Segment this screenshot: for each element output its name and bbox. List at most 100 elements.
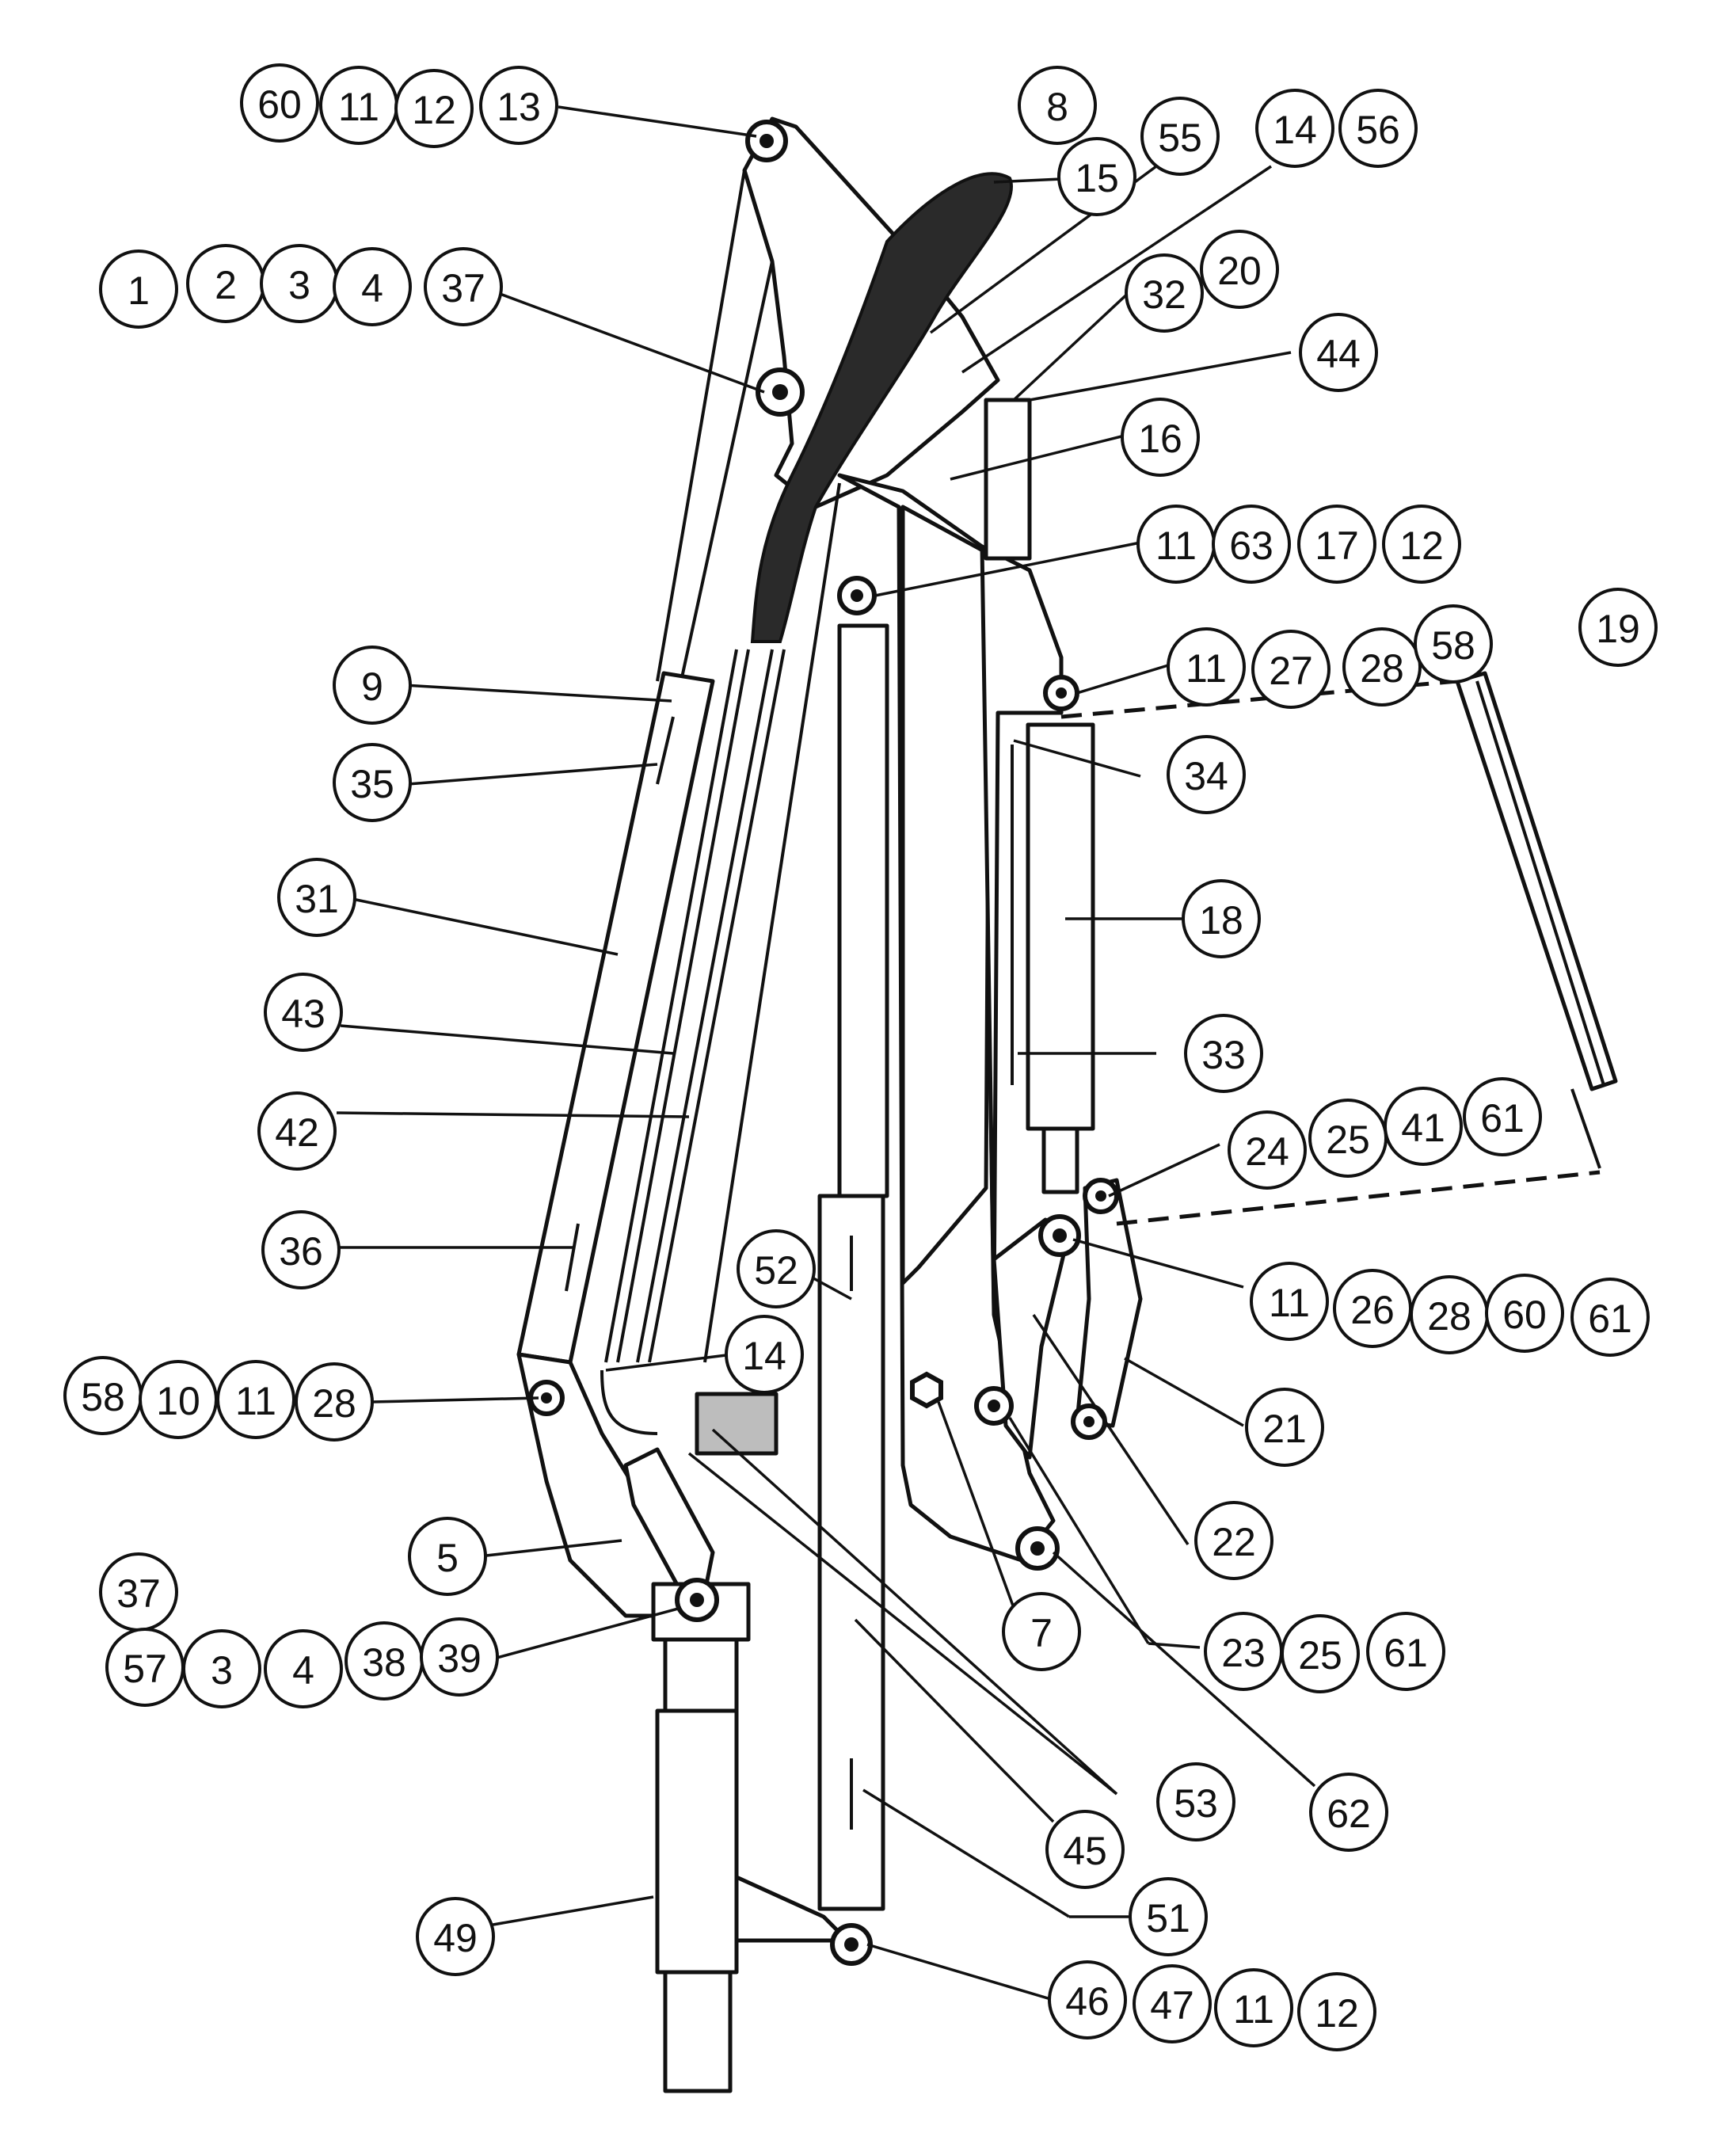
callout-number: 3 bbox=[288, 263, 310, 307]
callout-2: 2 bbox=[186, 244, 265, 323]
callout-number: 34 bbox=[1184, 754, 1228, 798]
callout-circle bbox=[1570, 1278, 1650, 1357]
callout-number: 43 bbox=[281, 992, 326, 1036]
callout-number: 26 bbox=[1350, 1288, 1395, 1332]
callout-circle bbox=[261, 1210, 341, 1289]
callout-circle bbox=[1299, 313, 1378, 392]
callout-38: 38 bbox=[345, 1621, 424, 1701]
callout-number: 41 bbox=[1401, 1106, 1445, 1150]
callout-51: 51 bbox=[1129, 1877, 1208, 1956]
callout-11: 11 bbox=[1136, 505, 1216, 584]
callout-62: 62 bbox=[1309, 1773, 1388, 1852]
callout-12: 12 bbox=[394, 69, 474, 148]
callout-number: 37 bbox=[116, 1571, 161, 1616]
callout-number: 20 bbox=[1217, 249, 1262, 293]
cylinder-18-rod bbox=[1041, 1126, 1079, 1194]
callout-circle bbox=[240, 63, 319, 143]
callout-circle bbox=[1342, 627, 1422, 706]
callout-33: 33 bbox=[1184, 1014, 1263, 1093]
callout-number: 28 bbox=[312, 1381, 356, 1426]
callout-number: 56 bbox=[1356, 108, 1400, 152]
hydraulic-hose bbox=[750, 172, 1013, 643]
callout-1: 1 bbox=[99, 249, 178, 329]
callout-57: 57 bbox=[105, 1628, 185, 1707]
callout-34: 34 bbox=[1167, 735, 1246, 814]
callout-circle bbox=[333, 646, 412, 725]
callout-number: 52 bbox=[754, 1248, 798, 1293]
callout-number: 11 bbox=[235, 1379, 276, 1423]
callout-16: 16 bbox=[1121, 398, 1200, 477]
callout-number: 35 bbox=[350, 762, 394, 806]
callout-circle bbox=[1297, 505, 1376, 584]
callout-circle bbox=[333, 247, 412, 326]
callout-circle bbox=[1228, 1110, 1307, 1190]
callout-circle bbox=[1578, 588, 1658, 667]
callout-circle bbox=[394, 69, 474, 148]
callout-number: 2 bbox=[215, 263, 237, 307]
callout-63: 63 bbox=[1212, 505, 1291, 584]
callout-number: 46 bbox=[1065, 1979, 1110, 2024]
callout-number: 24 bbox=[1245, 1129, 1289, 1174]
callout-42: 42 bbox=[257, 1091, 337, 1171]
upper-arm-edge bbox=[680, 261, 774, 682]
callout-circle bbox=[333, 743, 412, 822]
callout-8: 8 bbox=[1018, 66, 1097, 145]
callout-60: 60 bbox=[240, 63, 319, 143]
callout-55: 55 bbox=[1140, 97, 1220, 176]
cylinder-16-body bbox=[984, 398, 1032, 561]
callout-4: 4 bbox=[264, 1629, 343, 1708]
callout-circle bbox=[1167, 627, 1246, 706]
cylinder-49-base bbox=[663, 1970, 733, 2093]
pipe-43 bbox=[604, 649, 738, 1363]
projection-line bbox=[1116, 1170, 1601, 1226]
callout-number: 14 bbox=[1273, 108, 1317, 152]
callout-number: 28 bbox=[1427, 1294, 1471, 1339]
callout-number: 11 bbox=[1269, 1281, 1310, 1325]
callout-circle bbox=[1212, 505, 1291, 584]
callout-25: 25 bbox=[1308, 1099, 1388, 1178]
callout-circle bbox=[295, 1362, 374, 1442]
leader-lines bbox=[325, 105, 1316, 2001]
callout-number: 58 bbox=[1431, 623, 1475, 668]
callout-number: 1 bbox=[128, 269, 150, 313]
callout-28: 28 bbox=[1410, 1275, 1489, 1354]
pipe-42 bbox=[648, 649, 786, 1363]
callout-number: 45 bbox=[1063, 1829, 1107, 1873]
callout-number: 55 bbox=[1158, 116, 1202, 160]
callout-circle bbox=[424, 247, 503, 326]
callout-number: 51 bbox=[1146, 1896, 1190, 1940]
callout-number: 49 bbox=[433, 1916, 478, 1960]
cylinder-18 bbox=[1026, 722, 1095, 1131]
cylinder-rod bbox=[837, 623, 889, 1198]
callout-number: 25 bbox=[1326, 1118, 1370, 1162]
callout-number: 63 bbox=[1229, 524, 1273, 568]
fitting-53 bbox=[695, 1392, 779, 1456]
callout-circle bbox=[1255, 89, 1334, 168]
callout-circle bbox=[1297, 1972, 1376, 2051]
callout-circle bbox=[1463, 1077, 1542, 1156]
callout-circle bbox=[725, 1315, 804, 1394]
callout-circle bbox=[182, 1629, 261, 1708]
callout-number: 12 bbox=[1315, 1991, 1359, 2036]
callout-circle bbox=[1140, 97, 1220, 176]
callout-circle bbox=[1382, 505, 1461, 584]
callout-27: 27 bbox=[1251, 630, 1331, 709]
callout-18: 18 bbox=[1182, 879, 1261, 958]
callout-number: 3 bbox=[211, 1648, 233, 1693]
upper-arm-edge bbox=[656, 169, 746, 682]
callout-circle bbox=[264, 973, 343, 1052]
callout-52: 52 bbox=[737, 1229, 816, 1308]
callout-31: 31 bbox=[277, 858, 356, 937]
callout-number: 42 bbox=[275, 1110, 319, 1155]
callout-circle bbox=[1338, 89, 1418, 168]
callout-20: 20 bbox=[1200, 230, 1279, 309]
callout-28: 28 bbox=[295, 1362, 374, 1442]
callout-number: 21 bbox=[1262, 1407, 1307, 1451]
callout-circle bbox=[1309, 1773, 1388, 1852]
callout-number: 11 bbox=[1155, 524, 1197, 568]
callout-7: 7 bbox=[1002, 1592, 1081, 1671]
callout-9: 9 bbox=[333, 646, 412, 725]
callout-number: 11 bbox=[1186, 646, 1227, 691]
callout-number: 27 bbox=[1269, 649, 1313, 693]
